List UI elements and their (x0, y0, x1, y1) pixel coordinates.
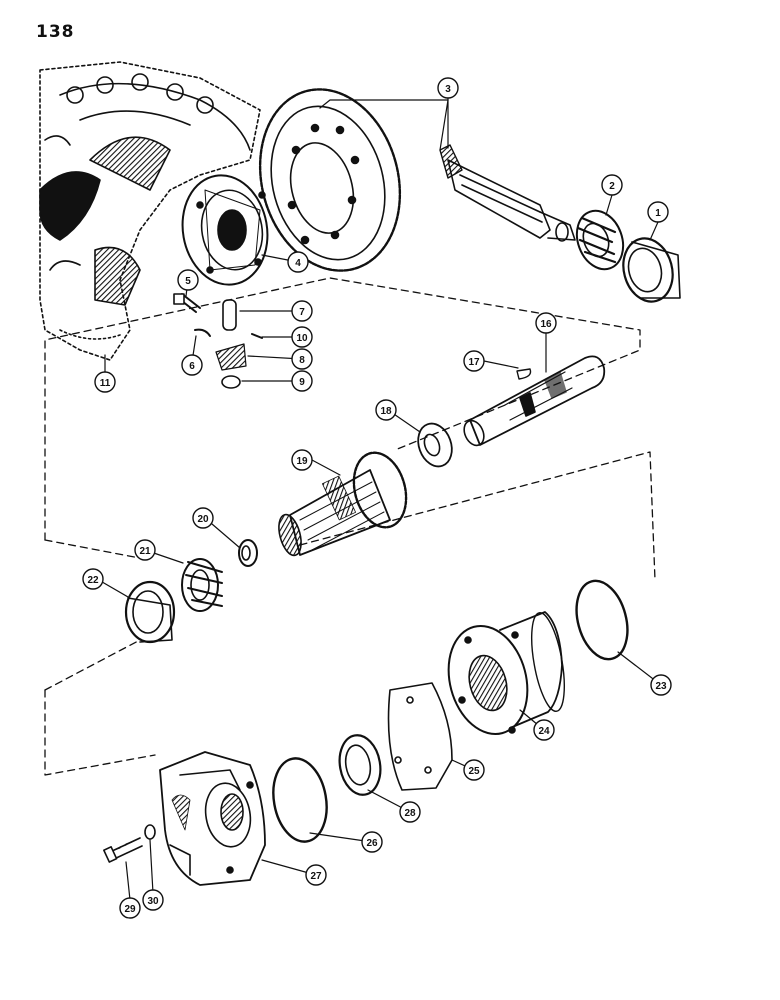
callout-8: 8 (291, 348, 313, 370)
gasket-part-25 (387, 682, 453, 791)
callout-22: 22 (82, 568, 104, 590)
bearing-cup-part (622, 237, 681, 303)
bearing-cone-part (575, 209, 625, 271)
svg-text:27: 27 (310, 871, 322, 882)
cover-housing-part (159, 751, 266, 886)
svg-text:28: 28 (404, 808, 416, 819)
callout-5: 5 (177, 269, 199, 291)
callout-11: 11 (94, 371, 116, 393)
ring-gear-part (258, 88, 402, 272)
pin-part-6 (194, 328, 211, 337)
svg-text:2: 2 (609, 181, 615, 192)
thrust-washer-part-18 (417, 422, 453, 468)
callout-20: 20 (192, 507, 214, 529)
callout-30: 30 (142, 889, 164, 911)
part-callouts: 1 2 3 4 5 6 7 8 9 10 11 16 17 18 19 20 2… (82, 77, 672, 919)
bolt-part-5 (173, 293, 201, 313)
callout-24: 24 (533, 719, 555, 741)
svg-text:9: 9 (299, 377, 305, 388)
svg-text:10: 10 (296, 333, 308, 344)
pinion-shaft-part (439, 144, 576, 242)
thrust-washer-part-9 (221, 375, 241, 389)
shaft-pin-part-7 (222, 299, 237, 331)
callout-6: 6 (181, 354, 203, 376)
bearing-cup-part-22 (124, 580, 176, 644)
svg-text:1: 1 (655, 208, 661, 219)
svg-text:19: 19 (296, 456, 308, 467)
axle-shaft-part (463, 355, 606, 447)
differential-housing-part (39, 61, 261, 361)
svg-text:23: 23 (655, 681, 667, 692)
page-number: 138 (36, 22, 75, 42)
callout-23: 23 (650, 674, 672, 696)
svg-text:17: 17 (468, 357, 480, 368)
callout-27: 27 (305, 864, 327, 886)
callout-21: 21 (134, 539, 156, 561)
svg-text:26: 26 (366, 838, 378, 849)
callout-18: 18 (375, 399, 397, 421)
callout-17: 17 (463, 350, 485, 372)
svg-text:6: 6 (189, 361, 195, 372)
callout-25: 25 (463, 759, 485, 781)
bearing-retainer-part (447, 611, 565, 736)
callout-3: 3 (437, 77, 459, 99)
svg-text:16: 16 (540, 319, 552, 330)
lock-pin-part-10 (251, 333, 263, 339)
svg-text:29: 29 (124, 904, 136, 915)
bolt-part-29 (103, 837, 143, 863)
assembly-guide-lines (44, 277, 656, 776)
callout-9: 9 (291, 370, 313, 392)
gear-sleeve-part (278, 451, 408, 557)
washer-part-30 (144, 824, 156, 840)
callout-26: 26 (361, 831, 383, 853)
oil-seal-part-28 (338, 734, 382, 796)
svg-text:4: 4 (295, 258, 301, 269)
svg-text:30: 30 (147, 896, 159, 907)
svg-text:3: 3 (445, 84, 451, 95)
pinion-gear-part-8 (215, 343, 247, 371)
bearing-cone-part-21 (181, 558, 223, 612)
callout-7: 7 (291, 300, 313, 322)
callout-16: 16 (535, 312, 557, 334)
svg-text:24: 24 (538, 726, 550, 737)
svg-text:8: 8 (299, 355, 305, 366)
svg-text:20: 20 (197, 514, 209, 525)
callout-2: 2 (601, 174, 623, 196)
svg-text:11: 11 (100, 378, 111, 389)
differential-case-part (181, 174, 269, 286)
callout-19: 19 (291, 449, 313, 471)
svg-text:7: 7 (299, 307, 305, 318)
svg-text:25: 25 (468, 766, 480, 777)
svg-text:5: 5 (185, 276, 191, 287)
o-ring-part-26 (272, 757, 328, 843)
callout-4: 4 (287, 251, 309, 273)
o-ring-part-23 (575, 579, 629, 661)
svg-text:22: 22 (87, 575, 99, 586)
spacer-part-20 (238, 539, 258, 567)
svg-text:18: 18 (380, 406, 392, 417)
callout-10: 10 (291, 326, 313, 348)
callout-1: 1 (647, 201, 669, 223)
svg-text:21: 21 (139, 546, 151, 557)
callout-29: 29 (119, 897, 141, 919)
callout-28: 28 (399, 801, 421, 823)
